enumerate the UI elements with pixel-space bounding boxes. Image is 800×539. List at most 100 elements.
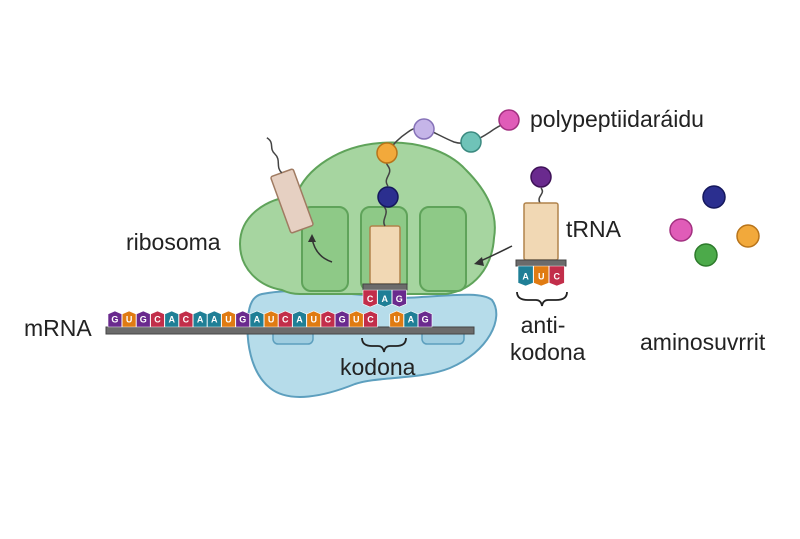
mrna-base-shape: [363, 310, 378, 328]
mrna-base: C: [320, 310, 336, 328]
mrna-base-letter: C: [183, 315, 190, 325]
anticodon-base-shape: [517, 265, 534, 287]
anticodon-base: U: [533, 265, 550, 287]
exiting-trna-body: [270, 168, 314, 234]
ribosome-site-e: [301, 206, 349, 292]
mrna-base: U: [306, 310, 321, 328]
p-site-trna-bar: [362, 283, 408, 291]
trna-label: tRNA: [566, 216, 621, 242]
mrna-base: C: [150, 310, 165, 328]
incoming-trna-tail: [538, 187, 544, 204]
mrna-base: A: [164, 310, 179, 328]
mrna-base-shape: [121, 310, 137, 328]
mrna-base-letter: C: [282, 315, 289, 325]
mrna-base-shape: [278, 310, 293, 328]
exiting-trna: [266, 137, 314, 234]
anticodon-label-line2: kodona: [510, 339, 586, 365]
mrna-base: U: [121, 310, 137, 328]
exit-arrow-head: [308, 234, 316, 242]
amino-acids-label: aminosuvrrit: [640, 329, 766, 355]
codon-base: C: [362, 289, 378, 308]
mrna-base-letter: G: [140, 315, 147, 325]
mrna-base-shape: [192, 310, 208, 328]
mrna-base: U: [349, 310, 364, 328]
amino-acid-dark-blue: [377, 186, 399, 208]
mrna-base-letter: G: [339, 315, 346, 325]
anticodon-base: C: [548, 265, 565, 287]
mrna-base-letter: A: [408, 315, 415, 325]
mrna-base: U: [221, 310, 236, 328]
mrna-base-letter: C: [154, 315, 161, 325]
anticodon-base-shape: [533, 265, 550, 287]
codon-base-letter: C: [367, 294, 374, 304]
exiting-trna-tail: [266, 137, 283, 174]
mrna-base-shape: [349, 310, 364, 328]
mrna-label: mRNA: [24, 315, 92, 341]
mrna-base: A: [207, 310, 222, 328]
anticodon-base-shape: [548, 265, 565, 287]
anticodon-base-letter: A: [522, 272, 529, 282]
free-amino-acid-green: [694, 243, 718, 267]
free-amino-acid-navy: [702, 185, 726, 209]
mrna-base-shape: [417, 310, 433, 328]
mrna-base-shape: [107, 310, 123, 328]
mrna-base: C: [278, 310, 293, 328]
mrna-base-letter: U: [126, 315, 133, 325]
free-amino-acid-orange: [736, 224, 760, 248]
mrna-base: G: [235, 310, 250, 328]
mrna-base-letter: A: [211, 315, 218, 325]
polypeptide-label: polypeptiidaráidu: [530, 106, 704, 132]
mrna-base-shape: [164, 310, 179, 328]
mrna-base-shape: [235, 310, 250, 328]
incoming-trna-body: [523, 202, 559, 261]
entry-arrow-head: [474, 257, 484, 266]
p-site-trna-body: [369, 225, 401, 285]
anticodon-base: A: [517, 265, 534, 287]
mrna-base: U: [389, 310, 404, 328]
mrna-base-letter: A: [168, 315, 175, 325]
codon-base-shape: [391, 289, 407, 308]
amino-acid-orange: [376, 142, 398, 164]
codon-base-shape: [377, 289, 393, 308]
mrna-base: A: [403, 310, 419, 328]
mrna-base: U: [263, 310, 279, 328]
amino-acid-pink: [498, 109, 520, 131]
polypeptide-chain: [387, 119, 511, 153]
mrna-base-shape: [178, 310, 194, 328]
mrna-base-letter: A: [254, 315, 261, 325]
mrna-base-shape: [403, 310, 419, 328]
codon-label: kodona: [340, 354, 416, 380]
mrna-backbone: [105, 326, 475, 335]
mrna-base-shape: [334, 310, 350, 328]
incoming-amino-acid-purple: [530, 166, 552, 188]
codon-base-letter: G: [396, 294, 403, 304]
mrna-base: G: [107, 310, 123, 328]
mrna-base-shape: [207, 310, 222, 328]
mrna-base: A: [249, 310, 265, 328]
mrna-base-letter: U: [310, 315, 317, 325]
anticodon-base-letter: C: [554, 272, 561, 282]
mrna-base: C: [178, 310, 194, 328]
mrna-base: G: [417, 310, 433, 328]
mrna-base-shape: [292, 310, 307, 328]
mrna-base-shape: [306, 310, 321, 328]
ribosome-site-a: [419, 206, 467, 292]
mrna-base-letter: A: [296, 315, 303, 325]
mrna-base-letter: U: [225, 315, 232, 325]
mrna-base-letter: G: [111, 315, 118, 325]
anticodon-brace: [516, 291, 568, 307]
incoming-trna-bar: [515, 259, 567, 267]
anticodon-base-letter: U: [538, 272, 545, 282]
mrna-base: G: [136, 310, 151, 328]
mrna-base-letter: U: [393, 315, 400, 325]
mrna-base-letter: C: [367, 315, 374, 325]
mrna-base-letter: A: [197, 315, 204, 325]
mrna-base-shape: [136, 310, 151, 328]
mrna-base-letter: U: [268, 315, 275, 325]
codon-base: G: [391, 289, 407, 308]
mrna-base-letter: G: [239, 315, 246, 325]
